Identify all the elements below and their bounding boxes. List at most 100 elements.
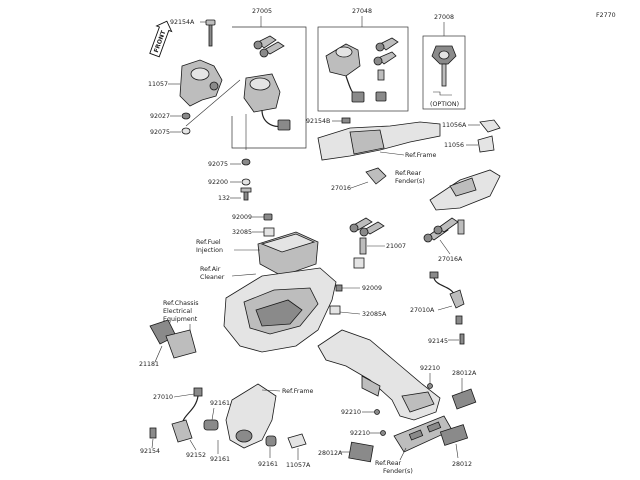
ref-air-b: Cleaner	[200, 274, 225, 281]
relay-box-group-21181: Ref.Chassis Electrical Equipment 21181	[139, 300, 199, 368]
label-32085A: 32085A	[362, 311, 387, 318]
label-27005: 27005	[252, 8, 272, 15]
label-28012A-a: 28012A	[452, 370, 477, 377]
figure-code: F2770	[596, 12, 616, 19]
ref-rear-fender-2a: Ref.Rear	[375, 460, 402, 467]
bolt-92210-c	[380, 430, 386, 436]
sensor-27010	[171, 419, 193, 443]
key-set-27016A: 27016A	[423, 217, 465, 263]
washer-92075-b	[241, 158, 251, 166]
label-92210-c: 92210	[350, 430, 370, 437]
screw-92145	[459, 333, 465, 345]
bolt-92009-a	[263, 213, 273, 221]
relay-group-21007: 21007	[349, 217, 406, 269]
ref-fuel-b: Injection	[196, 247, 223, 254]
ref-chassis-b: Electrical	[163, 308, 192, 315]
label-21007: 21007	[386, 243, 406, 250]
ref-rear-fender-1b: Fender(s)	[395, 178, 425, 185]
bolt-92210-a	[427, 383, 433, 389]
washer-92075-a	[181, 127, 191, 135]
bracket-group-11056: 11056A 11056 Ref.Rear Fender(s)	[395, 119, 501, 211]
connector-27005	[277, 119, 291, 131]
key-pair-27005	[253, 35, 285, 58]
key-pair-27048	[373, 37, 399, 66]
ref-fuel-a: Ref.Fuel	[196, 239, 221, 246]
steering-lock-body	[179, 59, 223, 107]
ref-rear-fender-1a: Ref.Rear	[395, 170, 422, 177]
seat-lock-frame-group: 92154B Ref.Frame 27016	[306, 117, 441, 192]
ref-frame-1: Ref.Frame	[405, 152, 436, 159]
label-28012: 28012	[452, 461, 472, 468]
bolt-92009-b	[335, 284, 343, 292]
connector-27010	[193, 387, 203, 397]
relay-box-bracket	[165, 329, 197, 359]
bushing-92161A	[203, 419, 219, 431]
steering-lock-group: 92154A 11057 92027 92075	[148, 19, 241, 136]
label-11056A: 11056A	[442, 122, 467, 129]
label-11057A: 11057A	[286, 462, 311, 469]
washer-92027	[181, 112, 191, 120]
reflector-28012	[439, 424, 469, 446]
ref-air-a: Ref.Air	[200, 266, 221, 273]
ecu-group: 92009 32085 Ref.Fuel Injection	[196, 213, 319, 277]
label-92200: 92200	[208, 179, 228, 186]
lock-cylinder-27048	[377, 69, 385, 81]
label-11057: 11057	[148, 81, 168, 88]
sensor-group-27010: 27010 92154 92152 92161A 92161 Ref.Frame…	[140, 383, 313, 469]
lock-set-group-27048: 27048	[317, 8, 409, 112]
air-cleaner-tray-group: Ref.Air Cleaner 92009 32085A	[200, 266, 387, 353]
ref-frame-2: Ref.Frame	[282, 388, 313, 395]
reflector-28012A-a	[451, 388, 477, 410]
ignition-switch-group-27005: 27005 92075 92200 132	[208, 8, 307, 202]
label-92161-b: 92161	[258, 461, 278, 468]
connector-27010A	[429, 271, 439, 279]
reflector-28012A-b	[348, 441, 374, 463]
key-blank-blade	[441, 63, 447, 87]
bolt-92210-b	[374, 409, 380, 415]
label-28012A-b: 28012A	[318, 450, 343, 457]
option-label: (OPTION)	[430, 101, 459, 108]
bushing-92161-b	[265, 435, 277, 447]
label-92075-a: 92075	[150, 129, 170, 136]
seat-lock-27016	[365, 167, 387, 185]
label-11056: 11056	[444, 142, 464, 149]
relay-cap	[353, 257, 365, 269]
label-92210-b: 92210	[341, 409, 361, 416]
label-92210-a: 92210	[420, 365, 440, 372]
switch-group-27010A: 27010A 92145	[410, 271, 465, 345]
ref-chassis-c: Equipment	[163, 316, 198, 323]
washer-92200	[241, 178, 251, 186]
bracket-11056	[477, 135, 495, 153]
bracket-32085	[263, 227, 275, 237]
key-blank-group-27008: 27008 (OPTION)	[422, 14, 466, 110]
label-92161-a: 92161	[210, 456, 230, 463]
connector-27048-b	[375, 91, 387, 102]
label-92075-b: 92075	[208, 161, 228, 168]
label-92027: 92027	[150, 113, 170, 120]
label-92154A: 92154A	[170, 19, 195, 26]
ref-rear-fender-2b: Fender(s)	[383, 468, 413, 475]
label-27016A: 27016A	[438, 256, 463, 263]
switch-27010A	[449, 289, 465, 309]
label-92145: 92145	[428, 338, 448, 345]
label-92161A: 92161A	[210, 400, 235, 407]
label-92009-a: 92009	[232, 214, 252, 221]
connector-27048-a	[351, 91, 365, 103]
bolt-92154A	[208, 23, 213, 47]
label-27008: 27008	[434, 14, 454, 21]
label-27048: 27048	[352, 8, 372, 15]
label-92154B: 92154B	[306, 118, 330, 125]
bracket-32085A	[329, 305, 341, 315]
label-92154: 92154	[140, 448, 160, 455]
ref-chassis-a: Ref.Chassis	[163, 300, 199, 307]
rear-fender-lower-group: 92210 28012A 92210 92210 28012A 28012 Re…	[317, 329, 477, 475]
label-27010A: 27010A	[410, 307, 435, 314]
label-92152: 92152	[186, 452, 206, 459]
label-132: 132	[218, 195, 230, 202]
label-92009-b: 92009	[362, 285, 382, 292]
label-32085: 32085	[232, 229, 252, 236]
screw-92154	[149, 427, 157, 439]
bracket-11057A	[287, 433, 307, 449]
label-27016: 27016	[331, 185, 351, 192]
